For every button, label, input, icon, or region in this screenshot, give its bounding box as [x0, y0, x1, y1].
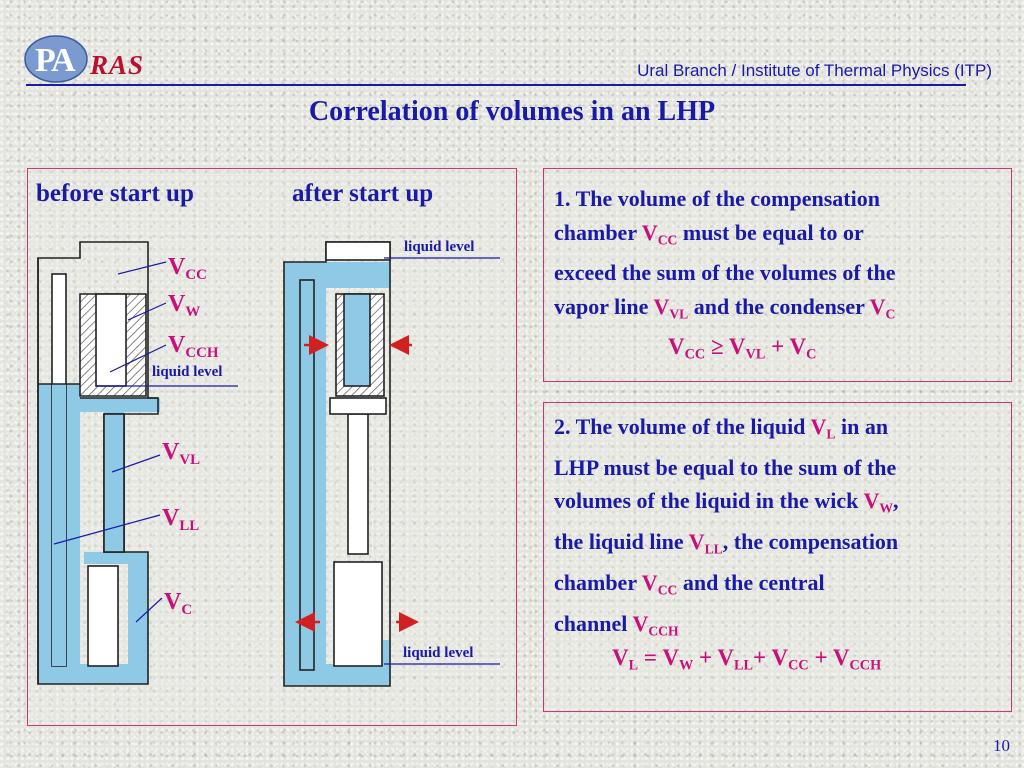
organization-name: Ural Branch / Institute of Thermal Physi…	[637, 61, 992, 80]
label-vll: VLL	[162, 505, 200, 534]
label-vcc: VCC	[168, 254, 207, 283]
logo-text: RAS	[90, 50, 145, 80]
svg-text:A: A	[51, 42, 76, 79]
rule-2-panel	[543, 402, 1012, 712]
rule-1-equation: VCC ≥ VVL + VC	[668, 334, 817, 363]
svg-text:P: P	[35, 42, 56, 79]
slide-title: Correlation of volumes in an LHP	[308, 96, 716, 127]
rule-2-text: 2. The volume of the liquid VL in an LHP…	[554, 414, 899, 639]
label-vvl: VVL	[162, 439, 201, 468]
rule-1-panel	[543, 168, 1012, 382]
rule-2-equation: VL = VW + VLL+ VCC + VCCH	[612, 645, 882, 674]
label-vcch: VCCH	[168, 332, 219, 361]
liquid-level-label-after-top: liquid level	[404, 239, 475, 255]
liquid-level-label-after-bottom: liquid level	[403, 645, 474, 661]
header-divider	[26, 84, 966, 86]
rule-1-text: 1. The volume of the compensation chambe…	[554, 186, 896, 322]
loop-after	[283, 241, 391, 687]
label-vw: VW	[168, 291, 201, 320]
page-number: 10	[993, 736, 1010, 755]
liquid-level-label-before: liquid level	[152, 364, 223, 380]
heading-before-start-up: before start up	[36, 180, 194, 207]
ras-logo-icon: P A	[24, 35, 88, 83]
heading-after-start-up: after start up	[292, 180, 434, 207]
loop-before	[37, 241, 160, 685]
label-vc: VC	[164, 589, 193, 618]
